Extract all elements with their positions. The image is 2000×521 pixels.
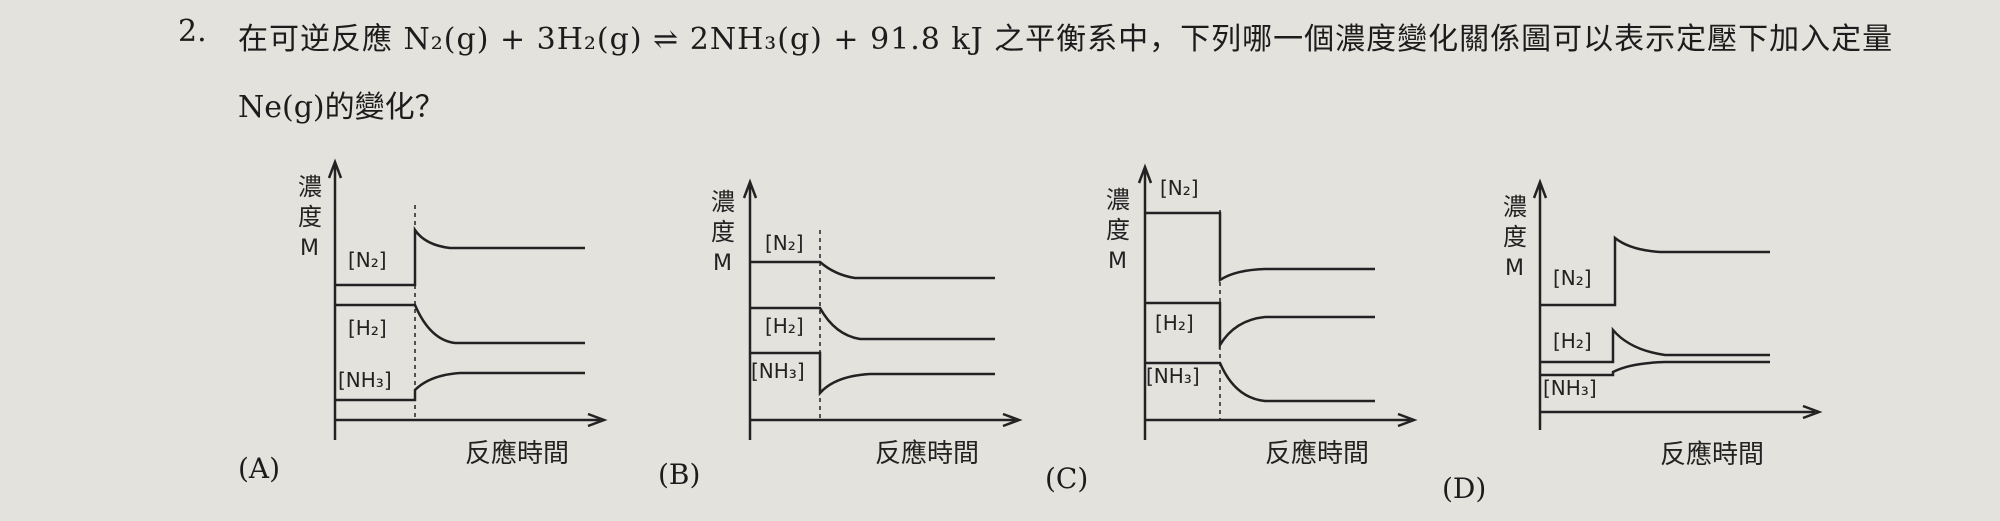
series-label-h2: [H₂] — [765, 314, 804, 338]
series-label-n2: [N₂] — [765, 231, 804, 255]
series-label-h2: [H₂] — [348, 316, 387, 340]
series-nh3-line — [750, 351, 995, 397]
series-n2-line — [750, 260, 995, 280]
ylabel-char-2: 度 — [298, 203, 322, 231]
x-axis-arrow — [1002, 412, 1023, 428]
ylabel-char-2: 度 — [711, 218, 735, 246]
series-label-nh3: [NH₃] — [751, 359, 805, 383]
x-axis-label: 反應時間 — [1660, 440, 1764, 470]
option-b-label[interactable]: (B) — [658, 458, 701, 491]
series-label-n2: [N₂] — [1553, 266, 1592, 290]
y-axis-arrow — [1137, 163, 1153, 184]
ylabel-char-1: 濃 — [1503, 193, 1527, 221]
series-nh3-line — [335, 371, 585, 402]
ylabel-char-3: M — [300, 236, 319, 261]
series-h2-line — [335, 303, 585, 345]
ylabel-char-2: 度 — [1503, 223, 1527, 251]
chart-b: 濃 度 M [N₂] [H₂] [NH₃] 反應時間 — [705, 150, 1045, 484]
series-label-nh3: [NH₃] — [338, 368, 392, 392]
x-axis-arrow — [587, 412, 608, 428]
series-label-nh3: [NH₃] — [1543, 376, 1597, 400]
question-text-line1: 在可逆反應 N₂(g) + 3H₂(g) ⇌ 2NH₃(g) + 91.8 kJ… — [238, 22, 1894, 57]
ylabel-char-3: M — [1505, 256, 1524, 281]
series-label-nh3: [NH₃] — [1146, 364, 1200, 388]
chart-a-svg: 濃 度 M [N₂] [H₂] [NH₃] 反應時間 — [298, 158, 608, 469]
series-n2-line — [335, 225, 585, 287]
x-axis-label: 反應時間 — [1265, 439, 1369, 469]
y-axis-arrow — [742, 178, 758, 199]
series-n2-line — [1540, 235, 1770, 307]
series-nh3-line — [1145, 361, 1375, 403]
chart-b-svg: 濃 度 M [N₂] [H₂] [NH₃] 反應時間 — [711, 178, 1023, 469]
option-a-label[interactable]: (A) — [238, 452, 281, 485]
series-h2-line — [1145, 301, 1375, 350]
series-h2-line — [1540, 326, 1770, 364]
ylabel-char-2: 度 — [1106, 216, 1130, 244]
chart-a: 濃 度 M [N₂] [H₂] [NH₃] 反應時間 — [290, 150, 630, 484]
option-d-label[interactable]: (D) — [1442, 472, 1487, 505]
chart-c: [N₂] 濃 度 M [H₂] [NH₃] 反應時間 — [1100, 150, 1440, 484]
series-label-n2: [N₂] — [1160, 176, 1199, 200]
chart-c-svg: [N₂] 濃 度 M [H₂] [NH₃] 反應時間 — [1106, 163, 1418, 469]
ylabel-char-1: 濃 — [711, 188, 735, 216]
x-axis-arrow — [1397, 412, 1418, 428]
series-h2-line — [750, 306, 995, 341]
series-label-n2: [N₂] — [348, 248, 387, 272]
x-axis-label: 反應時間 — [875, 439, 979, 469]
series-n2-line — [1145, 211, 1375, 283]
question-text-line2: Ne(g)的變化？ — [238, 90, 445, 125]
y-axis-arrow — [327, 158, 343, 179]
ylabel-char-1: 濃 — [298, 173, 322, 201]
ylabel-char-3: M — [1108, 249, 1127, 274]
ylabel-char-1: 濃 — [1106, 186, 1130, 214]
x-axis-label: 反應時間 — [465, 439, 569, 469]
chart-d: 濃 度 M [N₂] [H₂] [NH₃] 反應時間 — [1495, 150, 1835, 484]
series-label-h2: [H₂] — [1553, 329, 1592, 353]
series-nh3-line — [1540, 360, 1770, 377]
question-number: 2. — [178, 14, 207, 49]
series-label-h2: [H₂] — [1155, 311, 1194, 335]
ylabel-char-3: M — [713, 251, 732, 276]
chart-d-svg: 濃 度 M [N₂] [H₂] [NH₃] 反應時間 — [1503, 178, 1823, 470]
y-axis-arrow — [1532, 178, 1548, 199]
option-c-label[interactable]: (C) — [1045, 462, 1089, 495]
x-axis-arrow — [1802, 404, 1823, 420]
